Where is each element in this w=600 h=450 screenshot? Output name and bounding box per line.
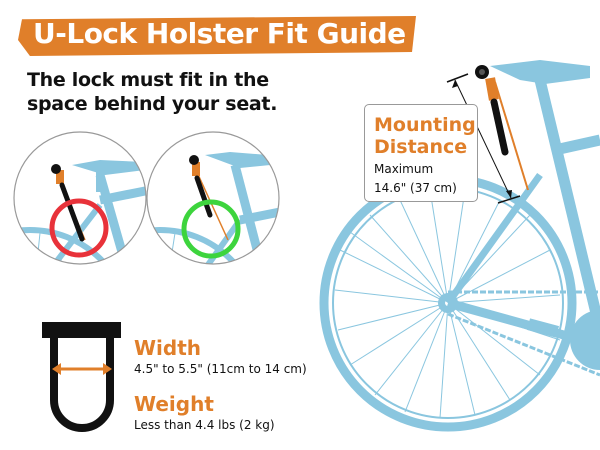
mounting-value: 14.6" (37 cm) [374, 181, 457, 195]
mounting-title-line-1: Mounting [374, 114, 476, 136]
weight-heading: Weight [134, 392, 214, 416]
width-heading: Width [134, 336, 202, 360]
width-value: 4.5" to 5.5" (11cm to 14 cm) [134, 362, 307, 376]
bad-fit-indicator [49, 198, 109, 258]
mounting-distance-detail: Maximum 14.6" (37 cm) [374, 160, 457, 198]
good-fit-indicator [181, 199, 241, 259]
page-title: U-Lock Holster Fit Guide [33, 17, 406, 50]
u-lock-icon [42, 322, 121, 432]
intro-line-1: The lock must fit in the [27, 69, 269, 91]
weight-value: Less than 4.4 lbs (2 kg) [134, 418, 275, 432]
mounting-title-line-2: Distance [374, 136, 468, 158]
bike-illustration [319, 60, 600, 432]
intro-line-2: space behind your seat. [27, 93, 278, 115]
title-banner [18, 16, 416, 56]
mounting-distance-callout [364, 104, 478, 202]
mounting-distance-title: Mounting Distance [374, 114, 476, 158]
bad-fit-example [14, 132, 146, 264]
intro-text: The lock must fit in the space behind yo… [27, 68, 277, 116]
mounting-label: Maximum [374, 162, 434, 176]
